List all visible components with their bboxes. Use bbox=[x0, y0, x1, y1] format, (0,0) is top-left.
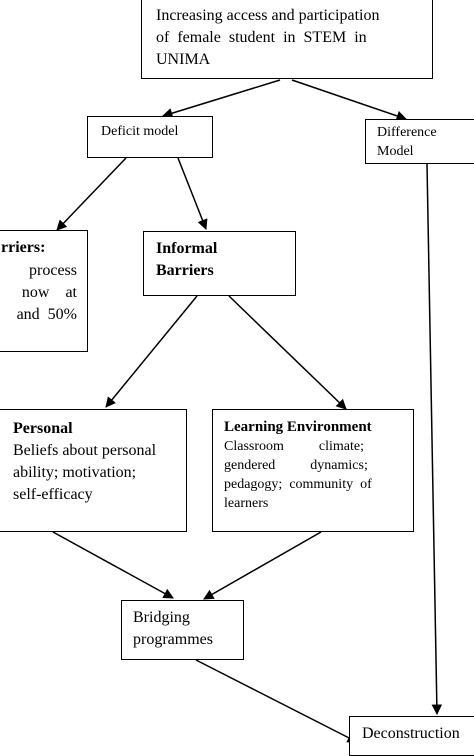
formal-barriers-box: rriers: process now at and 50% bbox=[0, 230, 88, 352]
difference-model-line-1: Difference bbox=[377, 125, 437, 140]
goal-line-2: of female student in STEM in bbox=[156, 29, 367, 46]
learning-environment-box: Learning Environment Classroom climate; … bbox=[212, 409, 414, 532]
learning-environment-line-3: pedagogy; community of bbox=[224, 477, 372, 492]
goal-box: Increasing access and participation of f… bbox=[141, 0, 433, 79]
learning-environment-line-4: learners bbox=[224, 496, 269, 511]
goal-line-3: UNIMA bbox=[156, 51, 211, 68]
informal-barriers-line-2: Barriers bbox=[156, 262, 214, 279]
difference-model-box: Difference Model bbox=[365, 119, 474, 164]
formal-barriers-line-2: now at bbox=[21, 284, 77, 301]
arrow-top-to-deficit bbox=[161, 79, 281, 119]
personal-title: Personal bbox=[13, 420, 73, 437]
deconstruction-label: Deconstruction bbox=[362, 725, 460, 742]
personal-box: Personal Beliefs about personal ability;… bbox=[0, 409, 187, 532]
goal-line-1: Increasing access and participation bbox=[156, 7, 380, 24]
arrow-deficit-to-formal bbox=[56, 157, 127, 231]
bridging-programmes-box: Bridging programmes bbox=[121, 600, 244, 660]
personal-line-3: self-efficacy bbox=[13, 486, 93, 503]
learning-environment-line-1: Classroom climate; bbox=[224, 439, 364, 454]
difference-model-line-2: Model bbox=[377, 144, 414, 159]
formal-barriers-line-1: process bbox=[29, 262, 77, 279]
bridging-programmes-line-2: programmes bbox=[133, 631, 213, 648]
arrow-personal-to-bridging bbox=[52, 531, 174, 599]
learning-environment-line-2: gendered dynamics; bbox=[224, 458, 368, 473]
personal-line-2: ability; motivation; bbox=[13, 464, 137, 481]
arrow-informal-to-learning bbox=[228, 295, 347, 410]
deficit-model-box: Deficit model bbox=[87, 116, 213, 158]
bridging-programmes-line-1: Bridging bbox=[133, 609, 190, 626]
informal-barriers-box: Informal Barriers bbox=[143, 231, 296, 296]
formal-barriers-title: rriers: bbox=[1, 239, 46, 256]
arrow-learning-to-bridging bbox=[203, 531, 322, 600]
arrow-difference-to-deconstruction bbox=[426, 163, 443, 716]
personal-line-1: Beliefs about personal bbox=[13, 442, 157, 459]
formal-barriers-line-3: and 50% bbox=[16, 306, 77, 323]
deconstruction-box: Deconstruction bbox=[349, 716, 474, 756]
arrow-top-to-difference bbox=[291, 79, 407, 121]
arrow-informal-to-personal bbox=[105, 295, 198, 408]
deficit-model-label: Deficit model bbox=[101, 124, 179, 139]
arrow-deficit-to-informal bbox=[177, 157, 208, 230]
learning-environment-title: Learning Environment bbox=[224, 419, 372, 435]
arrow-bridging-to-deconstruction bbox=[195, 659, 358, 743]
informal-barriers-line-1: Informal bbox=[156, 240, 218, 257]
